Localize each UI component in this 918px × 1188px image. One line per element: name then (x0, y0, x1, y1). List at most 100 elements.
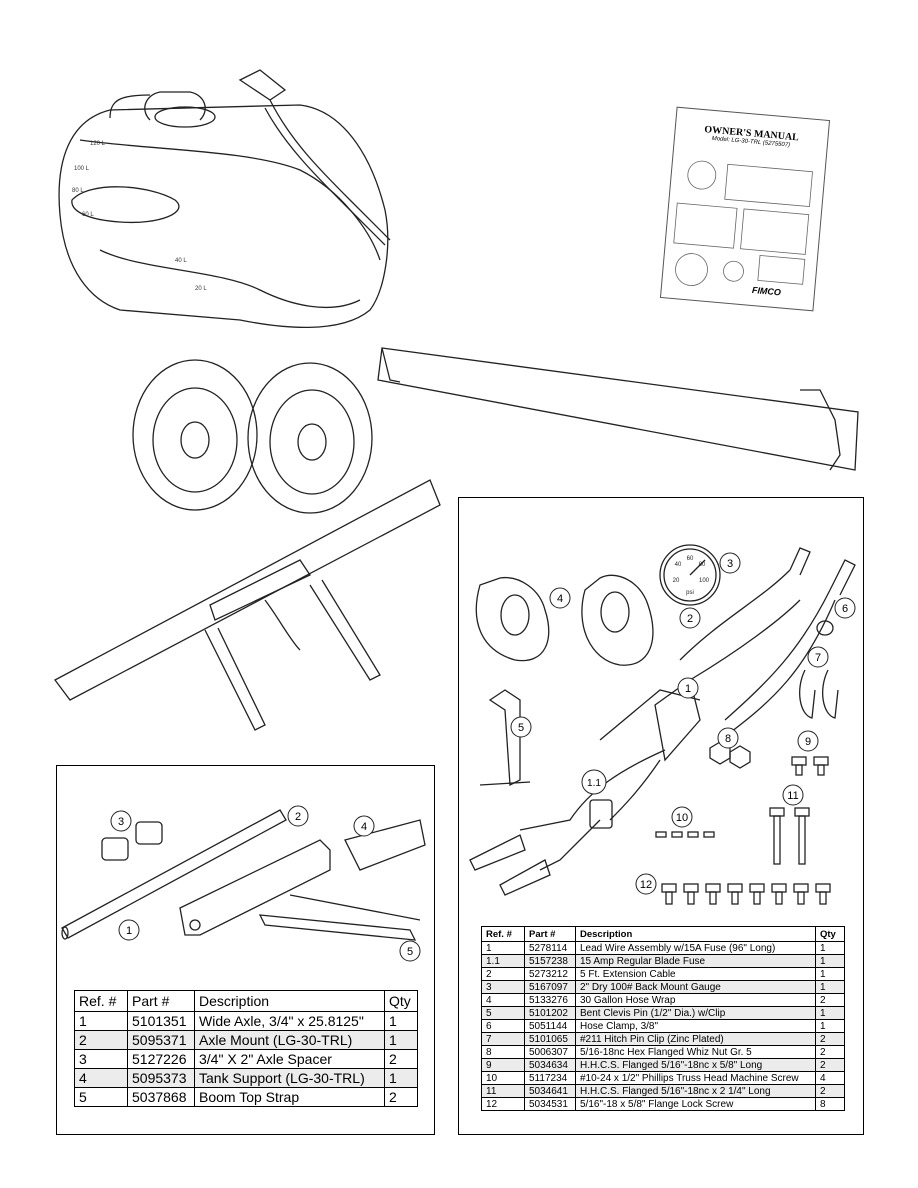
cell-ref: 4 (74, 1068, 128, 1088)
callout-clevis-pin: 5 (518, 722, 524, 734)
cell-description: Bent Clevis Pin (1/2" Dia.) w/Clip (575, 1006, 816, 1020)
cell-ref: 12 (481, 1097, 525, 1111)
cell-description: 5/16"-18 x 5/8" Flange Lock Screw (575, 1097, 816, 1111)
col-header-description: Description (575, 926, 816, 942)
cell-part: 5133276 (524, 993, 576, 1007)
cell-part: 5273212 (524, 967, 576, 981)
cell-description: 2" Dry 100# Back Mount Gauge (575, 980, 816, 994)
cell-description: Hose Clamp, 3/8" (575, 1019, 816, 1033)
cell-qty: 2 (384, 1087, 418, 1107)
table-row: 1 5101351 Wide Axle, 3/4" x 25.8125" 1 (74, 1011, 418, 1031)
cell-part: 5034531 (524, 1097, 576, 1111)
cell-ref: 4 (481, 993, 525, 1007)
cell-ref: 9 (481, 1058, 525, 1072)
cell-description: 3/4" X 2" Axle Spacer (194, 1049, 385, 1069)
axle-parts-table: Ref. # Part # Description Qty 1 5101351 … (74, 990, 418, 1107)
cell-part: 5117234 (524, 1071, 576, 1085)
cell-part: 5101202 (524, 1006, 576, 1020)
cell-part: 5095373 (127, 1068, 195, 1088)
tank-mark: 20 L (195, 286, 207, 292)
cell-part: 5006307 (524, 1045, 576, 1059)
gauge-tick: 60 (687, 556, 694, 562)
tank-mark: 100 L (74, 166, 90, 172)
tank-mark: 120 L (90, 141, 106, 147)
col-header-part: Part # (524, 926, 576, 942)
callout-lead-wire: 1 (685, 683, 691, 695)
callout-axle-spacer: 3 (118, 816, 124, 828)
table-header-row: Ref. # Part # Description Qty (481, 926, 845, 942)
gauge-tick: 40 (675, 562, 682, 568)
cell-ref: 11 (481, 1084, 525, 1098)
cell-ref: 1.1 (481, 954, 525, 968)
callout-extension-cable: 2 (687, 613, 693, 625)
cell-description: Axle Mount (LG-30-TRL) (194, 1030, 385, 1050)
callout-whiz-nut: 8 (725, 733, 731, 745)
callout-hhcs-long: 11 (787, 790, 798, 802)
gauge-tick: 100 (699, 578, 710, 584)
callout-boom-strap: 5 (407, 946, 413, 958)
cell-part: 5034634 (524, 1058, 576, 1072)
callout-fuse: 1.1 (587, 778, 601, 789)
cell-qty: 1 (815, 967, 845, 981)
callout-gauge: 3 (727, 558, 733, 570)
callout-axle-mount: 2 (295, 811, 301, 823)
table-row: 4 5095373 Tank Support (LG-30-TRL) 1 (74, 1068, 418, 1088)
cell-part: 5167097 (524, 980, 576, 994)
cell-qty: 2 (815, 1084, 845, 1098)
table-row: 5 5037868 Boom Top Strap 2 (74, 1087, 418, 1107)
cell-qty: 2 (815, 1045, 845, 1059)
cell-description: H.H.C.S. Flanged 5/16"-18nc x 5/8" Long (575, 1058, 816, 1072)
owners-manual-illustration: OWNER'S MANUAL Model: LG-30-TRL (5275507… (659, 106, 831, 312)
cell-description: 30 Gallon Hose Wrap (575, 993, 816, 1007)
cell-ref: 6 (481, 1019, 525, 1033)
cell-part: 5037868 (127, 1087, 195, 1107)
table-row: 3 5127226 3/4" X 2" Axle Spacer 2 (74, 1049, 418, 1069)
col-header-ref: Ref. # (481, 926, 525, 942)
callout-axle: 1 (126, 925, 132, 937)
col-header-qty: Qty (815, 926, 845, 942)
cell-part: 5051144 (524, 1019, 576, 1033)
cell-part: 5034641 (524, 1084, 576, 1098)
cell-ref: 2 (481, 967, 525, 981)
col-header-ref: Ref. # (74, 990, 128, 1012)
cell-ref: 7 (481, 1032, 525, 1046)
cell-description: H.H.C.S. Flanged 5/16"-18nc x 2 1/4" Lon… (575, 1084, 816, 1098)
cell-part: 5101065 (524, 1032, 576, 1046)
cell-description: Lead Wire Assembly w/15A Fuse (96" Long) (575, 941, 816, 955)
cell-description: #10-24 x 1/2" Phillips Truss Head Machin… (575, 1071, 816, 1085)
cell-qty: 4 (815, 1071, 845, 1085)
cell-qty: 1 (384, 1030, 418, 1050)
cell-qty: 1 (815, 941, 845, 955)
cell-ref: 1 (481, 941, 525, 955)
cell-qty: 2 (815, 993, 845, 1007)
cell-ref: 5 (481, 1006, 525, 1020)
cell-ref: 2 (74, 1030, 128, 1050)
cell-part: 5157238 (524, 954, 576, 968)
cell-part: 5127226 (127, 1049, 195, 1069)
callout-hose-clamp: 6 (842, 603, 848, 615)
cell-description: 5/16-18nc Hex Flanged Whiz Nut Gr. 5 (575, 1045, 816, 1059)
cell-qty: 1 (815, 954, 845, 968)
callout-hitch-pin-clip: 7 (815, 652, 821, 664)
cell-qty: 1 (815, 1019, 845, 1033)
gauge-tick: 80 (699, 562, 706, 568)
gauge-tick: 20 (673, 578, 680, 584)
cell-qty: 8 (815, 1097, 845, 1111)
tank-mark: 40 L (175, 258, 187, 264)
gauge-unit: psi (686, 590, 694, 596)
cell-part: 5278114 (524, 941, 576, 955)
cell-qty: 1 (815, 980, 845, 994)
cell-description: Wide Axle, 3/4" x 25.8125" (194, 1011, 385, 1031)
